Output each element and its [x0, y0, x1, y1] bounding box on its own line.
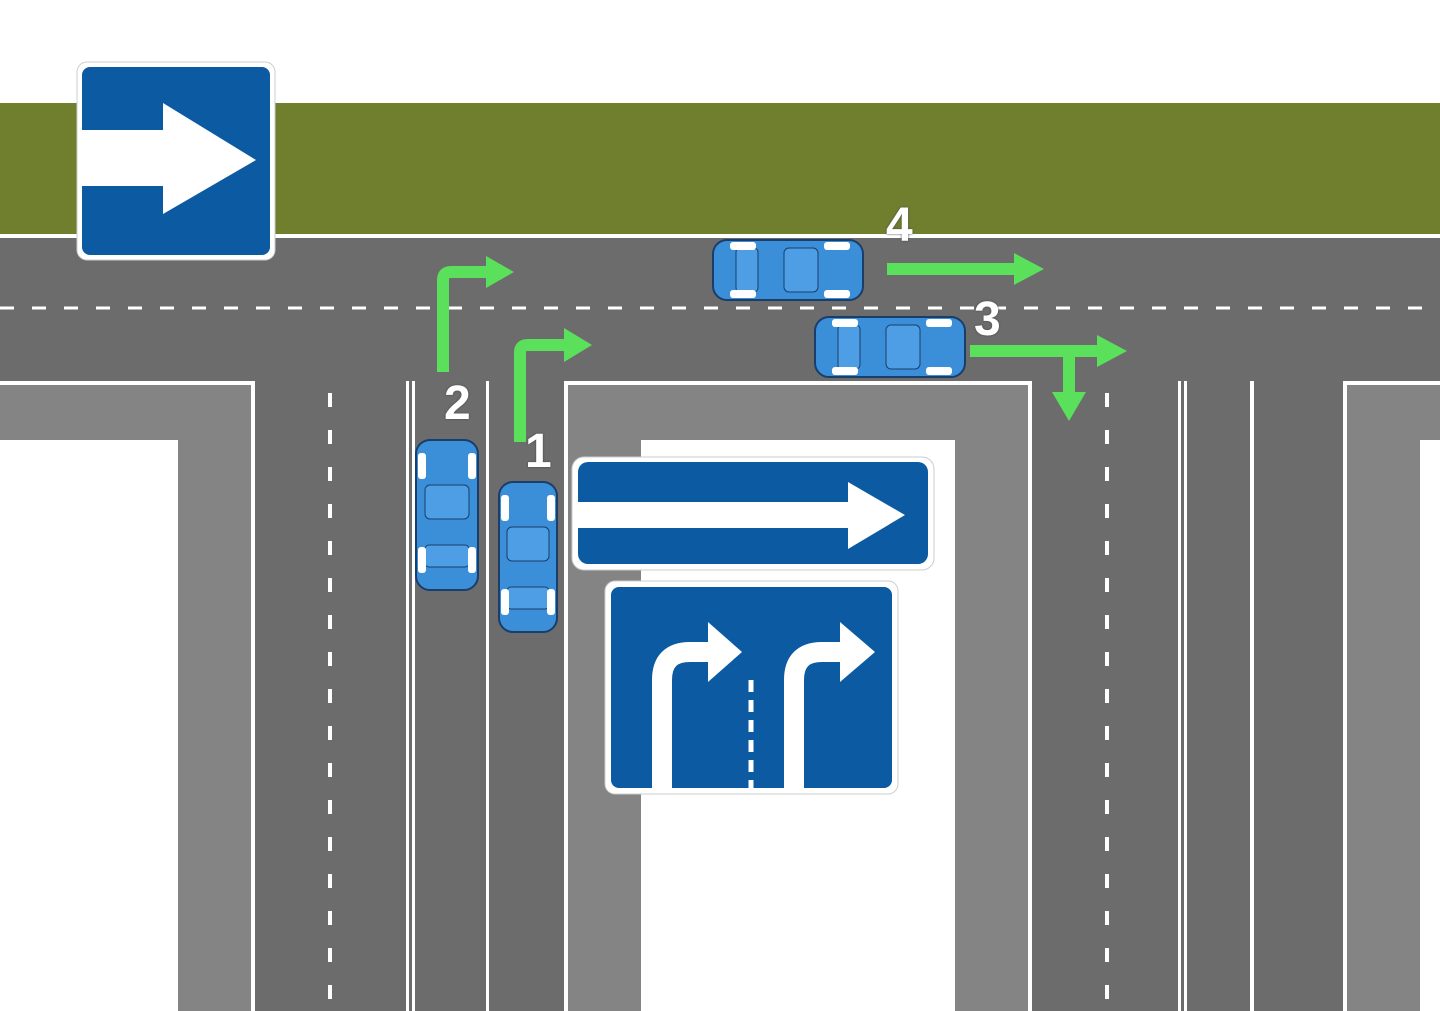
car-label-1: 1	[525, 425, 552, 478]
car-2	[415, 439, 479, 591]
path-arrow-car1	[514, 339, 570, 442]
path-arrow-car4	[887, 263, 1017, 275]
path-arrow-car2	[437, 266, 492, 372]
lane-directions-sign	[604, 580, 899, 795]
car-4	[712, 239, 864, 301]
car-label-4: 4	[886, 199, 913, 252]
left-side-road	[254, 381, 565, 1011]
path-arrow-car3	[970, 335, 1127, 421]
right-turn-arrows-icon	[652, 642, 845, 788]
road-edge-top	[0, 234, 1440, 238]
one-way-road-sign	[76, 61, 276, 261]
car-3	[814, 316, 966, 378]
one-way-road-exit-sign	[571, 456, 935, 571]
car-label-3: 3	[974, 293, 1001, 346]
right-side-road	[1030, 381, 1345, 1011]
arrow-right-icon	[578, 482, 905, 549]
car-1	[498, 481, 558, 633]
arrow-right-icon	[82, 103, 256, 214]
car-label-2: 2	[444, 377, 471, 430]
